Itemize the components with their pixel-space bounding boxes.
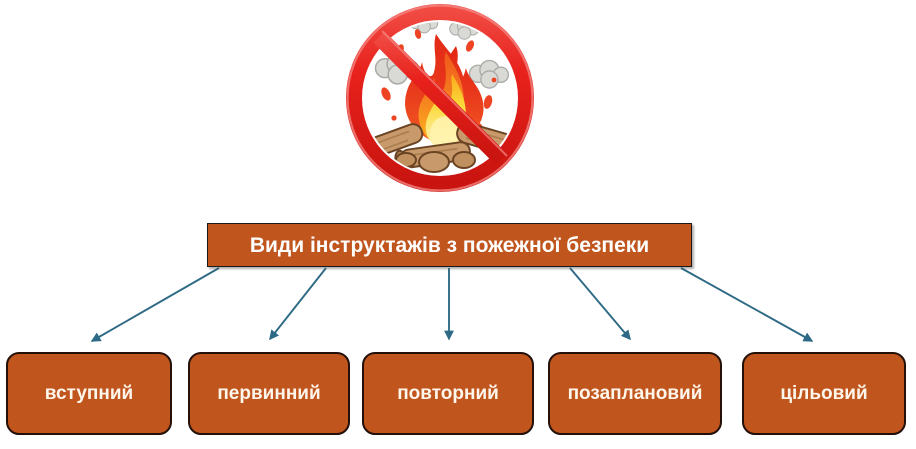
node-box-povtornyi[interactable]: повторний <box>362 352 534 435</box>
node-label: позаплановий <box>567 383 703 404</box>
no-open-fire-sign <box>338 2 542 192</box>
node-label: повторний <box>397 383 499 404</box>
connector-to-node-3 <box>569 267 631 341</box>
node-box-pozaplanovyi[interactable]: позаплановий <box>548 352 722 435</box>
node-box-vstupnyi[interactable]: вступний <box>6 352 172 435</box>
connector-to-node-0 <box>90 267 220 342</box>
prohibition-ring-highlight <box>346 4 534 192</box>
diagram-title-label: Види інструктажів з пожежної безпеки <box>249 233 650 257</box>
prohibition-slash-highlight <box>381 30 508 157</box>
node-label: цільовий <box>780 383 868 404</box>
diagram-title-box: Види інструктажів з пожежної безпеки <box>207 223 692 267</box>
connector-to-node-4 <box>680 267 814 342</box>
node-box-tsilovyi[interactable]: цільовий <box>742 352 906 435</box>
no-open-fire-sign-graphic <box>346 4 534 192</box>
node-label: первинний <box>217 383 321 404</box>
prohibition-ring <box>346 4 534 192</box>
node-box-pervynnyi[interactable]: первинний <box>188 352 350 435</box>
connector-to-node-1 <box>269 267 327 341</box>
node-label: вступний <box>44 383 134 404</box>
prohibition-slash <box>373 31 507 165</box>
